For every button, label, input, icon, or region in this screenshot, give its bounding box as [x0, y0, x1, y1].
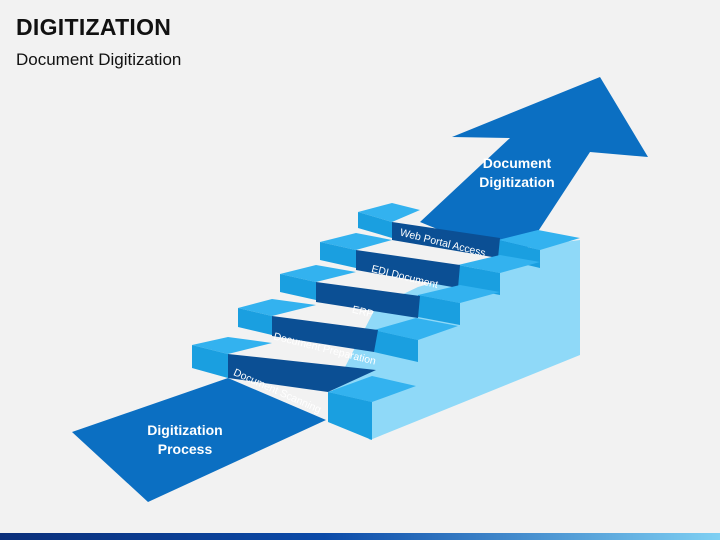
- end-arrow: [420, 77, 648, 262]
- step-5-left-cube: [358, 203, 420, 222]
- step-2-right-riser: [374, 330, 418, 362]
- step-5-left-riser: [358, 212, 392, 238]
- start-arrow-label-line1: Digitization: [147, 422, 222, 438]
- start-arrow: [72, 378, 326, 502]
- step-3-left-riser: [280, 274, 316, 300]
- step-4-left-riser: [320, 242, 356, 268]
- end-arrow-label-line1: Document: [483, 155, 552, 171]
- step-3-label: ERP: [351, 304, 375, 321]
- step-4-right-tread: [458, 255, 540, 273]
- step-5-band: [392, 222, 500, 258]
- step-1-band: [228, 354, 376, 392]
- step-5-right-tread: [498, 230, 580, 250]
- step-3-right-riser: [418, 295, 460, 325]
- step-1-right-riser: [328, 392, 372, 440]
- step-3-right-tread: [418, 285, 500, 303]
- step-2-band: [272, 316, 378, 352]
- end-arrow-label-line2: Digitization: [479, 174, 554, 190]
- step-2-right-tread: [374, 318, 458, 340]
- page-subtitle: Document Digitization: [16, 50, 182, 69]
- step-2-left-cube: [238, 299, 316, 316]
- start-arrow-label-line2: Process: [158, 441, 213, 457]
- step-3-left-cube: [280, 265, 356, 282]
- step-4-left-cube: [320, 233, 392, 250]
- step-3-band: [316, 282, 420, 318]
- step-1-right-tread: [328, 376, 416, 402]
- step-2-left-riser: [238, 308, 272, 335]
- bottom-accent-bar: [0, 533, 720, 540]
- step-1-left-riser: [192, 345, 228, 378]
- step-1-left-cube: [192, 337, 272, 354]
- page-title: DIGITIZATION: [16, 14, 172, 40]
- step-4-band: [356, 250, 460, 288]
